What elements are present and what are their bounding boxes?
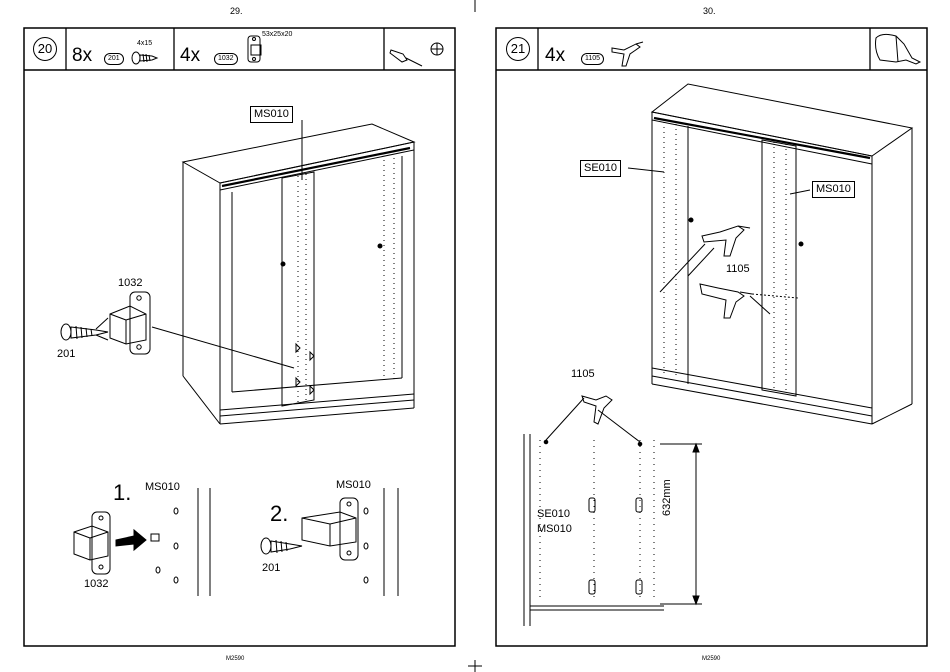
wardrobe-step21	[628, 84, 912, 424]
screw-callout: 201	[57, 348, 75, 360]
part-spec: 4x15	[137, 40, 152, 47]
bracket-detail-1032	[61, 292, 150, 354]
header-shelf-support-icon	[612, 42, 643, 66]
part-spec: 53x25x20	[262, 31, 292, 38]
substep1-part-label: 1032	[84, 578, 108, 590]
page-29-frame	[24, 28, 455, 646]
footer-code: M2590	[226, 656, 244, 662]
detail-panel-label: MS010	[537, 523, 572, 535]
wardrobe-step20	[152, 120, 414, 424]
header-screwdriver-icon	[390, 43, 443, 66]
header-bracket-icon	[248, 36, 261, 62]
bracket-callout: 1032	[118, 277, 142, 289]
dimension-label: 632mm	[661, 479, 673, 516]
step-number-badge: 21	[506, 37, 530, 61]
part-id-badge: 1032	[214, 53, 238, 65]
panel-label-ms010: MS010	[250, 106, 293, 123]
detail-panel-label: SE010	[537, 508, 570, 520]
header-hand-insert-icon	[876, 34, 921, 64]
part-id-badge: 201	[104, 53, 124, 65]
page-number: 29.	[230, 6, 243, 16]
shelf-support-callout: 1105	[571, 368, 595, 380]
part-id-badge: 1105	[581, 53, 604, 65]
substep-number: 2.	[270, 501, 288, 527]
page-number: 30.	[703, 6, 716, 16]
substep-number: 1.	[113, 480, 131, 506]
part-quantity: 8x	[72, 46, 92, 66]
shelf-support-callout: 1105	[726, 263, 750, 275]
footer-code: M2590	[702, 656, 720, 662]
substep1-panel-label: MS010	[145, 481, 180, 493]
page-30-frame	[496, 28, 927, 646]
part-quantity: 4x	[180, 46, 200, 66]
substep2-part-label: 201	[262, 562, 280, 574]
panel-label-se010: SE010	[580, 160, 621, 177]
header-screw-icon	[132, 52, 157, 64]
step-number-badge: 20	[33, 37, 57, 61]
part-quantity: 4x	[545, 46, 565, 66]
substep2-panel-label: MS010	[336, 479, 371, 491]
panel-label-ms010: MS010	[812, 181, 855, 198]
